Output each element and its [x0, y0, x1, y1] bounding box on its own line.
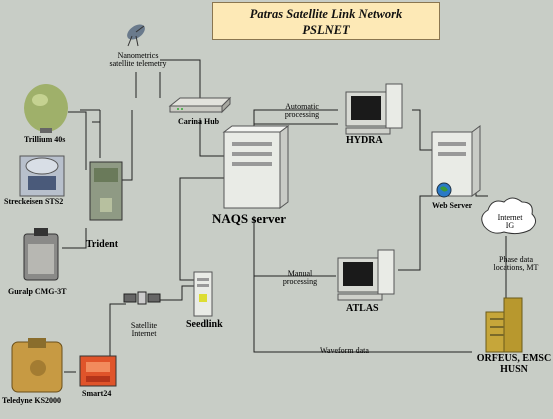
husn-text: HUSN [500, 363, 528, 375]
satellite-internet-label: Satellite Internet [124, 321, 164, 339]
satellite-icon [123, 291, 161, 305]
sts2-seismometer-icon [19, 155, 65, 197]
internet-cloud-label: Internet IG [490, 213, 530, 231]
satellite-text: Satellite [130, 321, 158, 330]
globe-icon [436, 182, 452, 198]
seedlink-computer-icon [193, 271, 213, 317]
trillium-seismometer-icon [24, 84, 68, 133]
title-line-2: PSLNET [302, 23, 350, 37]
orfeus-building-icon [485, 297, 523, 353]
smart24-digitizer-icon [79, 355, 117, 387]
phase-locations-text: locations, MT [493, 263, 539, 273]
carina-hub-label: Carina Hub [178, 117, 220, 126]
manual-processing-text: processing [282, 277, 318, 287]
hub-router-icon [168, 96, 232, 114]
teledyne-seismometer-icon [11, 338, 63, 393]
satellite-dish-icon [127, 24, 145, 47]
atlas-label: ATLAS [346, 303, 379, 314]
atlas-workstation-icon [337, 249, 395, 301]
smart24-label: Smart24 [82, 389, 112, 398]
hydra-label: HYDRA [346, 135, 383, 146]
title-line-1: Patras Satellite Link Network [249, 7, 403, 21]
automatic-processing-label: Automatic processing [272, 102, 332, 120]
orfeus-text: ORFEUS, EMSC [476, 353, 552, 364]
nanometrics-text: Nanometrics [117, 51, 159, 60]
nanometrics-label: Nanometrics satellite telemetry [98, 51, 178, 69]
phase-data-label: Phase data locations, MT [486, 255, 546, 273]
automatic-text: Automatic [285, 102, 319, 111]
guralp-seismometer-icon [23, 228, 59, 281]
internet-cloud-line1: Internet [497, 213, 523, 222]
waveform-data-label: Waveform data [320, 346, 369, 355]
automatic-processing-text: processing [284, 110, 320, 120]
diagram-title: Patras Satellite Link Network PSLNET [212, 2, 440, 40]
internet-text: Internet [131, 329, 157, 339]
trident-digitizer-icon [89, 161, 123, 221]
trident-label: Trident [86, 239, 119, 250]
guralp-label: Guralp CMG-3T [8, 287, 67, 296]
naqs-server-icon [222, 125, 290, 209]
manual-processing-label: Manual processing [272, 269, 328, 287]
web-server-label: Web Server [432, 201, 473, 210]
satellite-telemetry-text: satellite telemetry [109, 59, 167, 69]
hydra-workstation-icon [345, 83, 403, 135]
connection-lines [62, 59, 507, 373]
seedlink-label: Seedlink [186, 319, 223, 330]
teledyne-label: Teledyne KS2000 [2, 396, 62, 405]
internet-cloud-line2: IG [505, 221, 515, 231]
internet-cloud-icon [481, 197, 536, 235]
trillium-label: Trillium 40s [24, 135, 66, 144]
streckeisen-label: Streckeisen STS2 [4, 197, 64, 206]
manual-text: Manual [287, 269, 313, 278]
orfeus-label: ORFEUS, EMSC HUSN [474, 353, 553, 375]
naqs-server-label: NAQS server [212, 211, 287, 226]
phase-data-text: Phase data [499, 255, 533, 264]
